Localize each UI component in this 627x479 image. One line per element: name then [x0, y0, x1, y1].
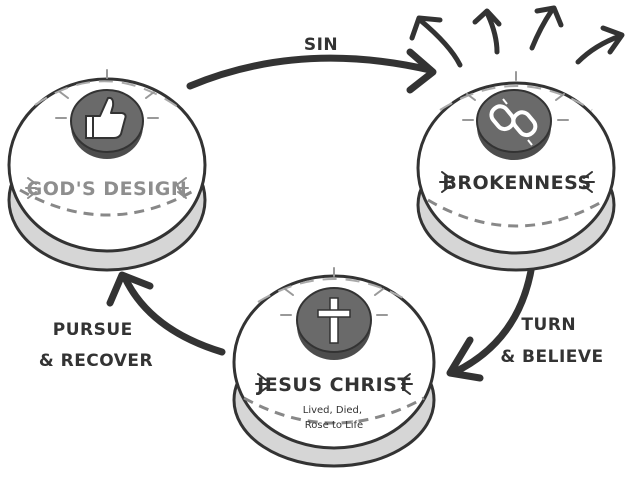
- node-title-jesus-christ: JESUS CHRIST: [255, 374, 411, 396]
- node-jesus-christ: JESUS CHRIST Lived, Died, Rose to Life: [232, 267, 436, 468]
- edge-label-sin: SIN: [304, 35, 338, 55]
- node-title-brokenness: BROKENNESS: [442, 172, 591, 194]
- edge-label-turn-believe: TURN & BELIEVE: [500, 315, 603, 367]
- edge-sin: [186, 48, 437, 94]
- edge-pursue-recover: [106, 271, 226, 356]
- node-title-gods-design: GOD'S DESIGN: [27, 178, 188, 200]
- thumbs-up-icon: [70, 89, 144, 159]
- cross-icon: [296, 287, 372, 360]
- scatter-arrows: [409, 5, 625, 68]
- node-subtitle-jesus-christ: Lived, Died, Rose to Life: [303, 405, 365, 431]
- node-gods-design: GOD'S DESIGN: [7, 69, 207, 272]
- node-brokenness: BROKENNESS: [416, 71, 616, 272]
- edge-turn-believe: [446, 261, 536, 382]
- edge-label-pursue-recover: PURSUE & RECOVER: [39, 320, 153, 371]
- broken-chain-icon: [476, 89, 552, 160]
